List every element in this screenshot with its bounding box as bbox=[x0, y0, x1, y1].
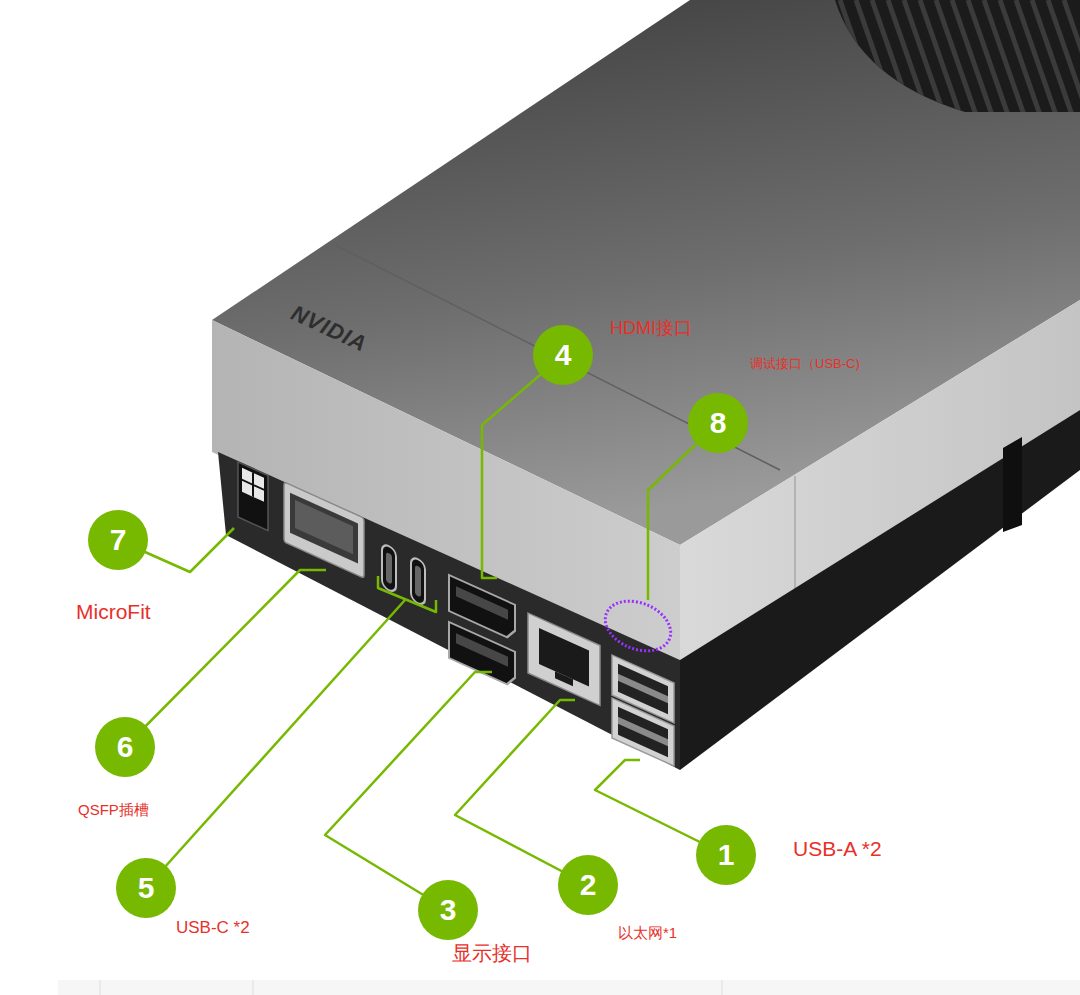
port-label: USB-C *2 bbox=[176, 918, 250, 938]
callout-circle: 8 bbox=[688, 393, 748, 453]
callout-circle: 7 bbox=[88, 510, 148, 570]
callout-number: 1 bbox=[718, 840, 735, 870]
leader-line bbox=[146, 600, 405, 888]
leader-line bbox=[482, 355, 563, 578]
callout-circle: 4 bbox=[533, 325, 593, 385]
bracket bbox=[378, 576, 436, 612]
callout-number: 3 bbox=[440, 895, 457, 925]
table-strip bbox=[58, 980, 1080, 995]
leader-line bbox=[455, 700, 588, 885]
port-label: HDMI接口 bbox=[610, 318, 692, 339]
callout-number: 7 bbox=[110, 525, 127, 555]
callout-circle: 6 bbox=[95, 717, 155, 777]
microfit-port bbox=[238, 462, 268, 531]
callout-circle: 5 bbox=[116, 858, 176, 918]
fin-ground bbox=[830, 0, 1080, 115]
callout-circle: 3 bbox=[418, 880, 478, 940]
usb-c-port bbox=[382, 543, 396, 593]
fin-stripes bbox=[840, 0, 1080, 115]
usb-a-port bbox=[612, 698, 674, 766]
port-label: USB-A *2 bbox=[793, 837, 882, 861]
base-side bbox=[680, 410, 1080, 770]
qsfp-port bbox=[284, 482, 364, 578]
port-label: MicroFit bbox=[76, 600, 151, 624]
foot bbox=[1003, 437, 1022, 532]
table-rules bbox=[100, 980, 722, 995]
port-label: QSFP插槽 bbox=[78, 801, 149, 818]
port-label: 显示接口 bbox=[452, 942, 532, 965]
leader-lines bbox=[118, 355, 726, 910]
callout-number: 8 bbox=[710, 408, 727, 438]
port-label: 以太网*1 bbox=[618, 924, 677, 941]
ethernet-port bbox=[528, 613, 600, 706]
debug-port-marker bbox=[598, 592, 678, 660]
callout-circle: 1 bbox=[696, 825, 756, 885]
leader-line bbox=[325, 672, 492, 910]
side-seam bbox=[794, 476, 796, 589]
base-front bbox=[218, 452, 680, 770]
port-label: 调试接口（USB-C) bbox=[750, 357, 860, 372]
heatsink-fins bbox=[830, 0, 1080, 115]
display-port bbox=[449, 622, 515, 688]
callout-number: 6 bbox=[117, 732, 134, 762]
callout-number: 2 bbox=[580, 870, 597, 900]
callout-circle: 2 bbox=[558, 855, 618, 915]
usb-c-port bbox=[411, 556, 425, 606]
callout-number: 5 bbox=[138, 873, 155, 903]
callout-number: 4 bbox=[555, 340, 572, 370]
